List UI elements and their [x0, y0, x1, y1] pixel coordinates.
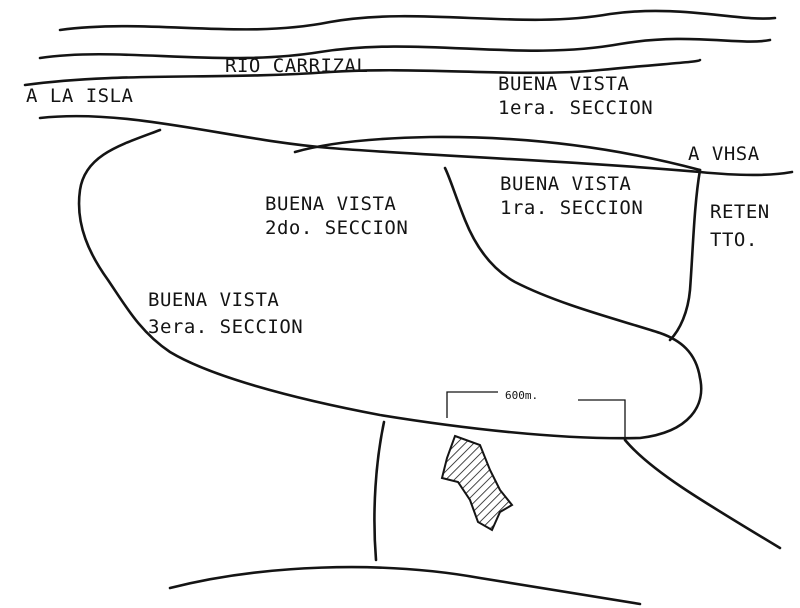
southern-road [168, 565, 642, 606]
bv1-name: BUENA VISTA [500, 173, 631, 195]
bv1-top-section: 1era. SECCION [498, 97, 653, 119]
bv3-section: 3era. SECCION [148, 316, 303, 338]
distance-bracket [446, 391, 626, 440]
to-vhsa-label: A VHSA [688, 143, 760, 165]
river-label: RIO CARRIZAL [225, 55, 368, 77]
river-bank-bottom [23, 58, 702, 87]
bv1-section: 1ra. SECCION [500, 197, 643, 219]
reten-suffix: TTO. [710, 229, 758, 251]
locality-boundary-outer [77, 128, 703, 440]
locality-boundary-upper [293, 135, 702, 172]
river-bank-middle [38, 37, 772, 60]
bv1-top-name: BUENA VISTA [498, 73, 629, 95]
main-road [38, 114, 794, 177]
to-isla-label: A LA ISLA [26, 85, 134, 107]
bv3-name: BUENA VISTA [148, 289, 279, 311]
site-parcel [440, 434, 514, 532]
reten-name: RETEN [710, 201, 770, 223]
distance-label: 600m. [505, 389, 538, 402]
bv2-section: 2do. SECCION [265, 217, 408, 239]
locality-boundary-east [668, 168, 702, 342]
southbound-road-east [623, 438, 782, 550]
southbound-road-west [373, 420, 386, 562]
bv2-name: BUENA VISTA [265, 193, 396, 215]
river-bank-top [58, 9, 777, 32]
